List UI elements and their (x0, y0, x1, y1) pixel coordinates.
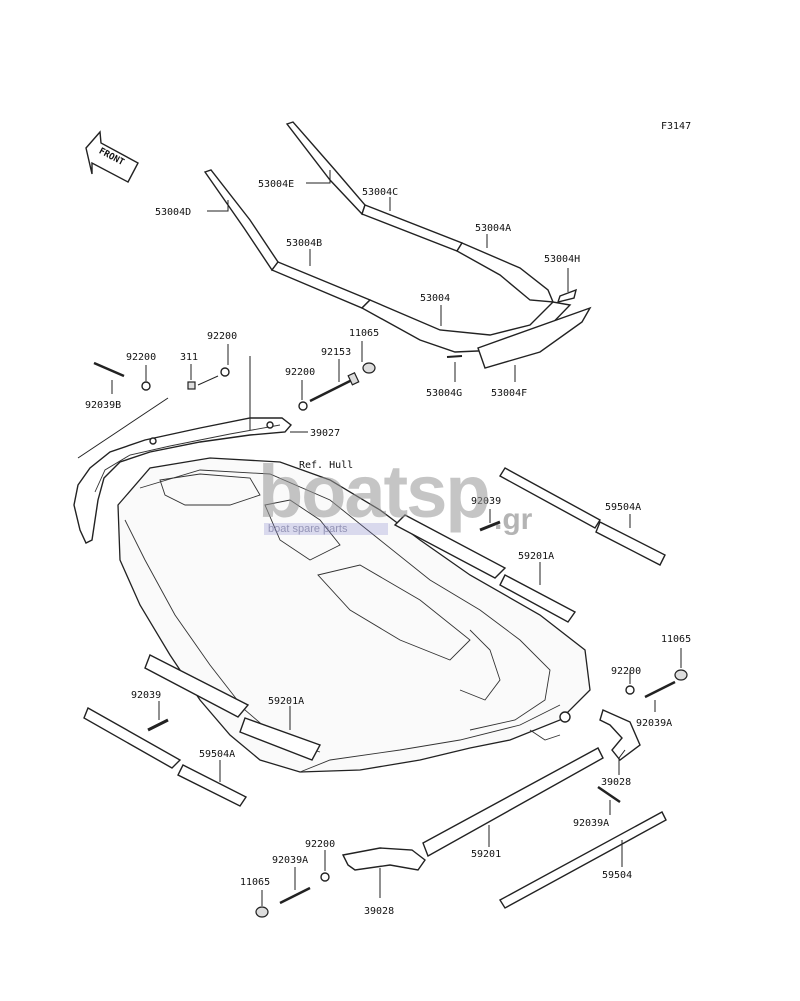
bolt-92039A-a (644, 680, 676, 699)
seat-panel-53004A (456, 242, 555, 303)
label-92039B: 92039B (85, 400, 121, 411)
label-92039A-a: 92039A (636, 718, 672, 729)
seat-rear-53004F (477, 306, 592, 369)
bolt-92153 (309, 378, 353, 403)
bolt-92039B (93, 361, 125, 378)
label-59201A-a: 59201A (518, 551, 554, 562)
label-311: 311 (180, 352, 198, 363)
seat-strip-53004G (446, 355, 463, 358)
label-92200-d: 92200 (611, 666, 641, 677)
lower-left-rail-group (83, 654, 321, 807)
label-59504A-b: 59504A (199, 749, 235, 760)
label-53004E: 53004E (258, 179, 294, 190)
label-92200-b: 92200 (126, 352, 156, 363)
washer-92200-c (298, 401, 308, 411)
figure-code: F3147 (661, 121, 691, 132)
label-53004G: 53004G (426, 388, 462, 399)
upper-rail-group (393, 467, 666, 623)
label-53004: 53004 (420, 293, 450, 304)
bolt-92039-b (147, 718, 169, 732)
seat-panel-53004B (270, 261, 372, 309)
label-11065-a: 11065 (349, 328, 379, 339)
seat-strip-53004E (285, 121, 366, 216)
bumper-39028-a (599, 709, 641, 761)
label-92039-b: 92039 (131, 690, 161, 701)
bolt-92039A-b (597, 785, 621, 804)
washer-92200-d (625, 685, 635, 695)
front-arrow-icon: FRONT (85, 130, 139, 183)
washer-92200-a (141, 381, 151, 391)
rail-59504A-a-inner (499, 467, 601, 529)
label-53004A: 53004A (475, 223, 511, 234)
label-92200-a: 92200 (207, 331, 237, 342)
label-92200-c: 92200 (285, 367, 315, 378)
bolt-92039A-c (279, 886, 311, 905)
label-92039A-b: 92039A (573, 818, 609, 829)
upper-hardware-group (93, 361, 376, 411)
label-11065-c: 11065 (240, 877, 270, 888)
label-53004B: 53004B (286, 238, 322, 249)
part-labels: 53004E 53004C 53004D 53004A 53004B 53004… (85, 179, 691, 917)
label-92039-a: 92039 (471, 496, 501, 507)
ref-hull-label: Ref. Hull (299, 460, 353, 471)
rail-59504 (499, 811, 667, 909)
washer-92200-e (320, 872, 330, 882)
label-92039A-c: 92039A (272, 855, 308, 866)
label-53004F: 53004F (491, 388, 527, 399)
rail-upper-strip (393, 514, 507, 579)
rail-59201A-a (499, 574, 577, 623)
hull-body (117, 457, 591, 773)
nut-311 (187, 381, 196, 390)
label-53004H: 53004H (544, 254, 580, 265)
bumper-39028-b (341, 847, 426, 871)
leader-lines (111, 170, 682, 906)
seat-piece-53004H (556, 288, 578, 303)
rail-59504A-b-upper (83, 706, 182, 769)
label-59504: 59504 (602, 870, 632, 881)
lower-right-group (255, 669, 688, 918)
label-92200-e: 92200 (305, 839, 335, 850)
washer-92200-b (220, 367, 230, 377)
cap-11065-b (674, 669, 688, 681)
label-39028-a: 39028 (601, 777, 631, 788)
rail-59201 (422, 747, 604, 858)
label-59201: 59201 (471, 849, 501, 860)
bolt-92039-a (479, 520, 501, 532)
seat-panel-53004C (361, 204, 464, 252)
rail-59504A-b (177, 764, 248, 807)
label-53004D: 53004D (155, 207, 191, 218)
label-59504A-a: 59504A (605, 502, 641, 513)
cap-11065-a (362, 362, 376, 374)
label-53004C: 53004C (362, 187, 398, 198)
grab-handle-39027 (73, 417, 293, 544)
rail-59201A-b-upper (144, 654, 250, 718)
rail-59504A-a (595, 521, 666, 566)
label-39028-b: 39028 (364, 906, 394, 917)
label-59201A-b: 59201A (268, 696, 304, 707)
rail-59201A-b (239, 717, 321, 761)
label-92153: 92153 (321, 347, 351, 358)
seat-cover-group (203, 121, 592, 369)
label-39027: 39027 (310, 428, 340, 439)
label-11065-b: 11065 (661, 634, 691, 645)
cap-11065-c (255, 906, 269, 918)
